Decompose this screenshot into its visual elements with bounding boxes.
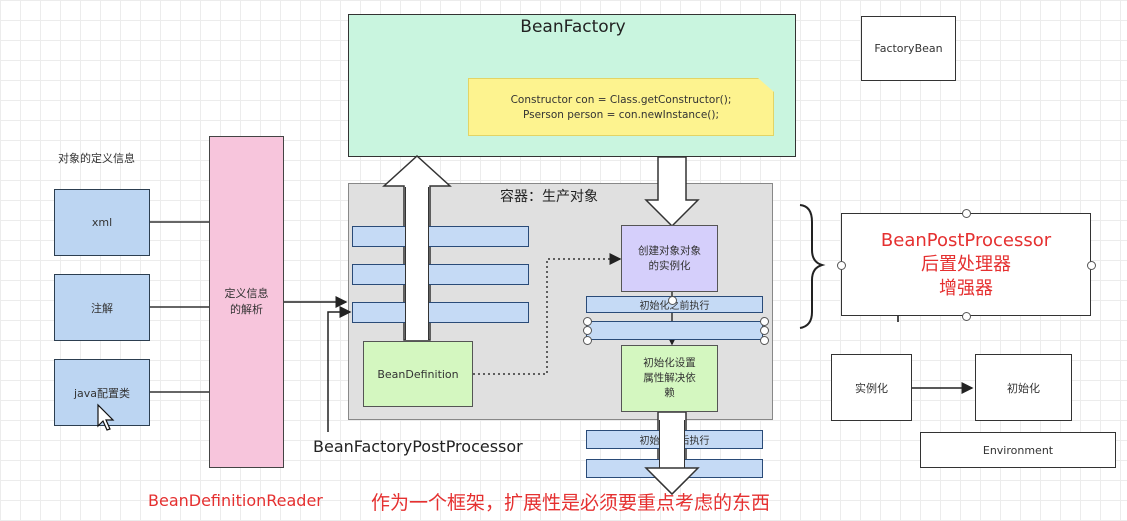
- bean-post-processor-line2: 后置处理器: [921, 253, 1011, 275]
- environment-box: Environment: [920, 432, 1116, 468]
- xml-source-box: xml: [54, 189, 150, 256]
- selection-handle[interactable]: [837, 261, 846, 270]
- factory-bean-label: FactoryBean: [874, 42, 943, 55]
- java-config-source-box: java配置类: [54, 359, 150, 426]
- instantiate-label: 实例化: [855, 381, 888, 395]
- framework-note: 作为一个框架，扩展性是必须要重点考虑的东西: [371, 492, 771, 514]
- definition-parser-box: 定义信息的解析: [209, 136, 284, 468]
- down-arrow-stem: [659, 420, 685, 469]
- environment-label: Environment: [982, 443, 1054, 457]
- down-arrow-head: [644, 467, 700, 496]
- bean-post-processor-box[interactable]: BeanPostProcessor 后置处理器 增强器: [841, 213, 1091, 316]
- bean-factory-post-processor-label: BeanFactoryPostProcessor: [313, 437, 523, 456]
- down-hollow-arrow-top: [644, 156, 700, 228]
- container-title: 容器：生产对象: [500, 189, 598, 205]
- definition-bar-3: [352, 302, 529, 323]
- bean-definition-reader-label: BeanDefinitionReader: [148, 491, 323, 510]
- init-box: 初始化设置属性解决依赖: [621, 345, 718, 412]
- factory-bean-box: FactoryBean: [861, 16, 956, 81]
- xml-label: xml: [91, 216, 113, 229]
- definition-info-title: 对象的定义信息: [58, 152, 135, 165]
- annotation-label: 注解: [91, 301, 113, 315]
- initialize-label: 初始化: [1007, 381, 1040, 395]
- annotation-source-box: 注解: [54, 274, 150, 341]
- selection-handle[interactable]: [583, 317, 592, 326]
- instantiate-box: 实例化: [831, 354, 912, 421]
- dotted-connector: [473, 253, 622, 375]
- selection-handle[interactable]: [962, 209, 971, 218]
- code-note: [468, 78, 774, 136]
- selection-handle[interactable]: [1087, 261, 1096, 270]
- initialize-box: 初始化: [975, 354, 1072, 421]
- selection-handle[interactable]: [760, 317, 769, 326]
- bean-definition-label: BeanDefinition: [377, 367, 459, 381]
- code-note-text: Constructor con = Class.getConstructor()…: [468, 84, 774, 132]
- selection-handle[interactable]: [668, 296, 677, 305]
- selection-handle[interactable]: [583, 336, 592, 345]
- selection-handle[interactable]: [583, 326, 592, 335]
- definition-bar-2: [352, 264, 529, 285]
- bean-factory-title: BeanFactory: [520, 17, 626, 37]
- mouse-pointer-icon: [97, 403, 115, 431]
- code-note-line1: Constructor con = Class.getConstructor()…: [510, 94, 732, 106]
- create-object-label: 创建对象对象的实例化: [638, 244, 701, 272]
- definition-parser-label: 定义信息的解析: [224, 287, 269, 316]
- java-config-label: java配置类: [73, 386, 131, 400]
- selection-handle[interactable]: [760, 326, 769, 335]
- init-before-label: 初始化之前执行: [639, 301, 710, 312]
- bean-definition-box: BeanDefinition: [363, 341, 473, 407]
- code-note-line2: Pserson person = con.newInstance();: [522, 109, 720, 121]
- definition-bar-1: [352, 226, 529, 247]
- selection-handle[interactable]: [962, 312, 971, 321]
- post-processor-arrow: [327, 306, 352, 432]
- bean-post-processor-line1: BeanPostProcessor: [880, 229, 1052, 251]
- selection-handle[interactable]: [760, 336, 769, 345]
- brace-shape: [799, 204, 826, 329]
- selected-bar[interactable]: [586, 321, 763, 340]
- up-arrow-stem: [405, 187, 429, 340]
- create-object-box: 创建对象对象的实例化: [621, 225, 718, 292]
- init-label: 初始化设置属性解决依赖: [643, 357, 696, 399]
- bean-post-processor-line3: 增强器: [939, 277, 993, 299]
